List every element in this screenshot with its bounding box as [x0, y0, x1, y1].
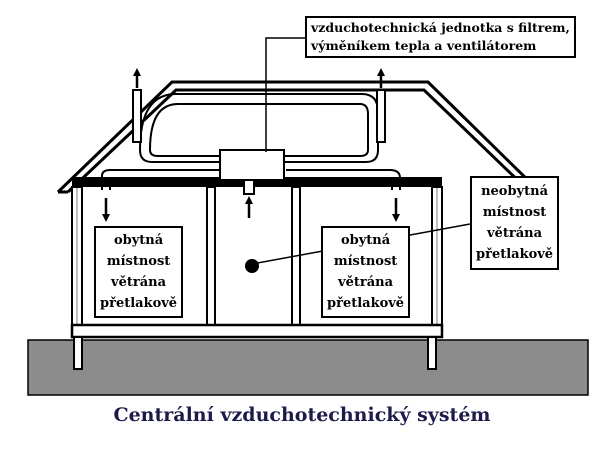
extract-stub	[243, 179, 255, 195]
roof-stacks	[132, 89, 386, 143]
room-right-label: obytná místnost větrána přetlakově	[321, 226, 411, 318]
room-left-line-4: přetlakově	[100, 296, 178, 311]
nonliving-line-2: místnost	[482, 205, 547, 220]
room-left-line-1: obytná	[113, 233, 164, 248]
floor-slab	[70, 323, 444, 339]
nonliving-line-4: přetlakově	[476, 247, 554, 262]
unit-label: vzduchotechnická jednotka s filtrem, vým…	[305, 16, 576, 58]
foundations	[73, 336, 437, 370]
marker-dot	[245, 259, 259, 273]
room-right-line-3: větrána	[338, 275, 394, 290]
room-left-line-2: místnost	[106, 254, 171, 269]
nonliving-room-label: neobytná místnost větrána přetlakově	[470, 176, 560, 270]
ceiling-duct	[101, 169, 401, 190]
unit-label-line-1: vzduchotechnická jednotka s filtrem,	[311, 20, 570, 35]
roof	[56, 80, 542, 194]
ground	[27, 339, 589, 396]
hvac-unit	[219, 149, 285, 181]
room-right-line-4: přetlakově	[327, 296, 405, 311]
room-right-line-2: místnost	[333, 254, 398, 269]
leader-unit	[265, 37, 306, 152]
room-left-line-3: větrána	[111, 275, 167, 290]
diagram-caption: Centrální vzduchotechnický systém	[113, 404, 491, 426]
nonliving-line-1: neobytná	[481, 184, 548, 199]
ceiling-slab	[72, 177, 442, 187]
nonliving-line-3: větrána	[487, 226, 543, 241]
room-left-label: obytná místnost větrána přetlakově	[94, 226, 184, 318]
unit-label-line-2: výměníkem tepla a ventilátorem	[311, 38, 537, 53]
room-right-line-1: obytná	[340, 233, 391, 248]
